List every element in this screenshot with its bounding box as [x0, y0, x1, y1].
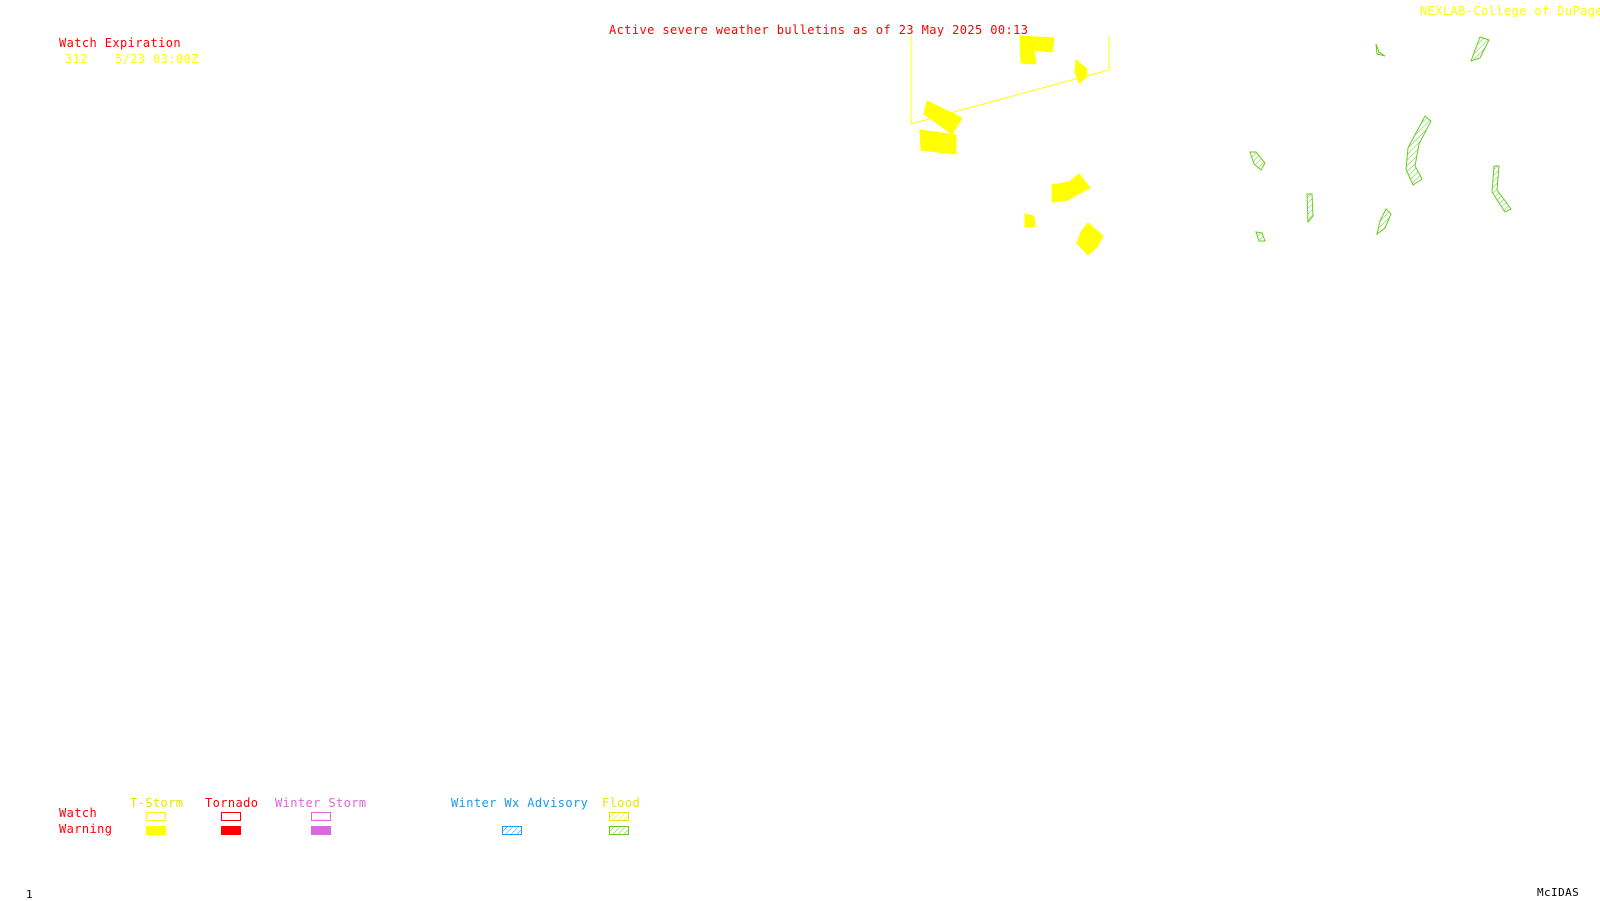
legend-col-tstorm: T-Storm — [130, 796, 184, 810]
legend-swatch-winter-storm-watch — [311, 812, 331, 821]
legend-row-watch: Watch — [59, 806, 98, 820]
flood-warning-polygon — [1491, 165, 1512, 213]
flood-warning-polygons — [1249, 36, 1512, 242]
flood-warning-polygon — [1375, 43, 1386, 57]
legend-col-tornado: Tornado — [205, 796, 259, 810]
tstorm-warning-polygon — [1074, 59, 1088, 84]
legend-col-winter-storm: Winter Storm — [275, 796, 367, 810]
legend-col-flood: Flood — [602, 796, 641, 810]
flood-warning-polygon — [1470, 36, 1490, 62]
tstorm-warning-polygon — [919, 129, 957, 155]
tstorm-warning-polygon — [1024, 213, 1036, 228]
legend-col-winter-wx-advisory: Winter Wx Advisory — [451, 796, 589, 810]
tstorm-warning-polygons — [919, 35, 1104, 256]
watch-expiration-time: 5/23 03:00Z — [115, 52, 199, 66]
tstorm-warning-polygon — [1019, 35, 1055, 65]
tstorm-warning-polygon — [1051, 173, 1091, 203]
nexlab-credit: NEXLAB-College of DuPage R — [1420, 4, 1600, 18]
flood-warning-polygon — [1306, 193, 1314, 224]
flood-warning-polygon — [1405, 115, 1432, 186]
flood-warning-polygon — [1255, 231, 1266, 242]
legend-swatch-flood-warning — [609, 826, 629, 835]
watch-expiration-heading: Watch Expiration — [59, 36, 181, 50]
legend-swatch-tornado-warning — [221, 826, 241, 835]
frame-number: 1 — [26, 888, 34, 901]
legend-swatch-tornado-watch — [221, 812, 241, 821]
legend-swatch-flood-watch — [609, 812, 629, 821]
legend-row-warning: Warning — [59, 822, 113, 836]
software-label: McIDAS — [1537, 886, 1580, 899]
legend-swatch-tstorm-warning — [146, 826, 166, 835]
flood-warning-polygon — [1249, 151, 1266, 171]
legend-swatch-tstorm-watch — [146, 812, 166, 821]
watch-number: 312 — [65, 52, 88, 66]
bulletin-title: Active severe weather bulletins as of 23… — [609, 23, 1029, 37]
legend-swatch-winter-wx-advisory — [502, 826, 522, 835]
tstorm-warning-polygon — [923, 100, 963, 135]
legend-swatch-winter-storm-warning — [311, 826, 331, 835]
flood-warning-polygon — [1376, 208, 1392, 236]
tstorm-warning-polygon — [1076, 222, 1104, 256]
